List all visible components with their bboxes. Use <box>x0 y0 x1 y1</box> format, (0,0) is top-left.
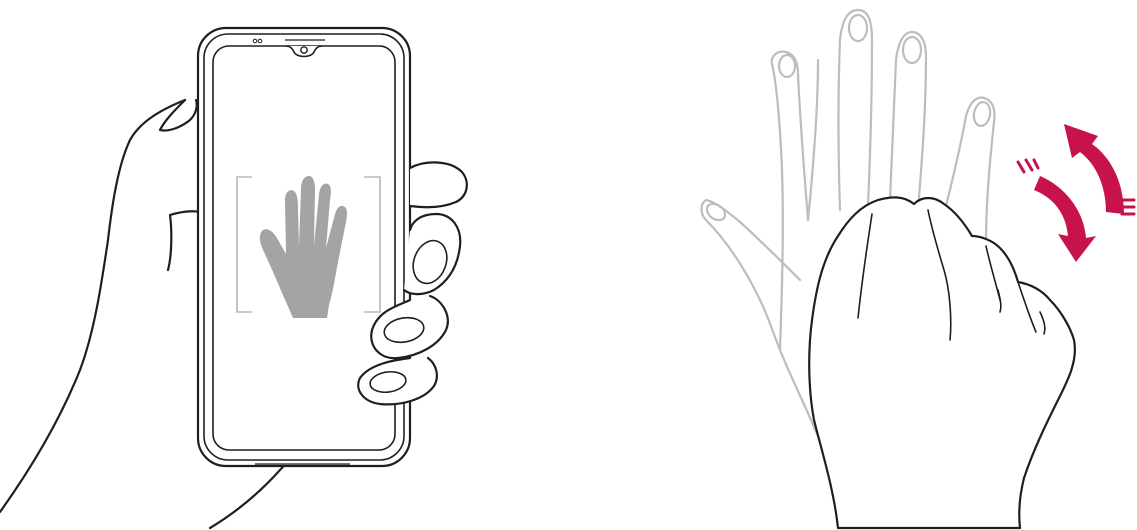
arrow-down-curved <box>1034 176 1096 262</box>
ghost-ring <box>808 60 818 220</box>
finger-top <box>410 162 467 207</box>
left-panel <box>0 28 467 528</box>
arrow-up-curved <box>1064 124 1124 214</box>
ghost-index <box>890 32 926 210</box>
fist <box>809 197 1075 528</box>
right-panel <box>702 10 1135 528</box>
motion-dashes-left <box>1018 160 1038 172</box>
ghost-middle-nail <box>849 15 867 41</box>
left-hand-back-contour <box>168 211 200 270</box>
ghost-index-nail <box>903 37 921 63</box>
ghost-pinky <box>772 52 808 350</box>
motion-arrows <box>1018 124 1134 262</box>
thumb-outline <box>160 100 197 131</box>
ghost-thumb <box>702 200 801 350</box>
left-arm-outline <box>0 100 185 512</box>
fist-outline <box>809 197 1075 528</box>
ghost-pinky-nail <box>779 55 795 77</box>
ghost-fourth-nail <box>972 101 992 127</box>
